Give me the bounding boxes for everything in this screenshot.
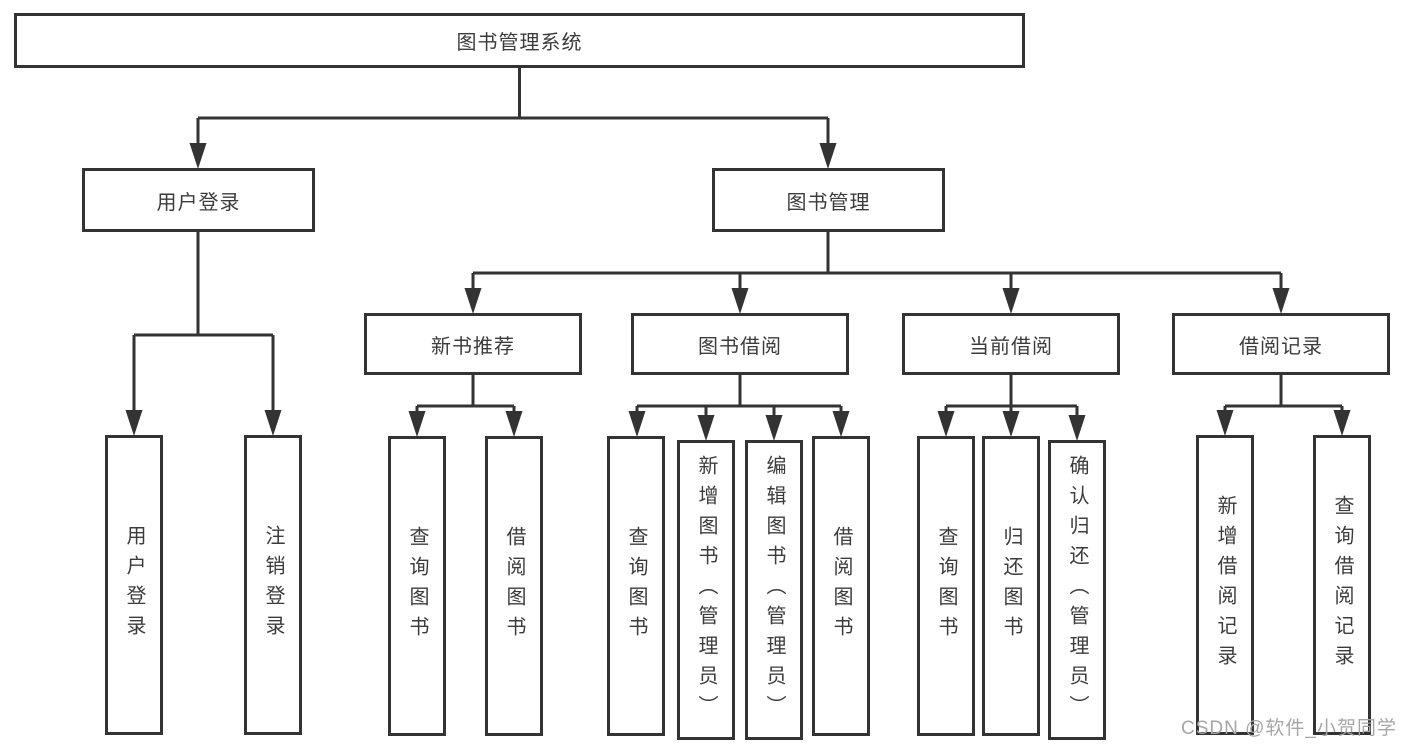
node-borrow-records: 借阅记录 — [1172, 313, 1390, 375]
node-leaf-query-books-borrow: 查询图书 — [607, 436, 665, 736]
node-label: 借阅记录 — [1239, 335, 1323, 358]
node-leaf-query-borrow-record: 查询借阅记录 — [1313, 435, 1371, 735]
node-label: 图书借阅 — [698, 335, 782, 358]
node-leaf-borrow-books: 借阅图书 — [812, 436, 870, 736]
node-label: 借阅图书 — [830, 526, 852, 646]
node-new-book-recommend: 新书推荐 — [364, 313, 582, 375]
node-label: 查询图书 — [935, 526, 957, 646]
node-root-system: 图书管理系统 — [14, 13, 1025, 68]
node-label: 注销登录 — [262, 525, 284, 645]
node-leaf-edit-books-admin: 编辑图书（管理员） — [745, 440, 803, 740]
node-label: 当前借阅 — [969, 335, 1053, 358]
node-label: 查询图书 — [625, 526, 647, 646]
node-user-login-module: 用户登录 — [82, 168, 315, 232]
node-leaf-logout-login: 注销登录 — [244, 435, 302, 735]
node-label: 新增图书（管理员） — [695, 455, 717, 725]
node-label: 新增借阅记录 — [1214, 495, 1236, 675]
node-label: 图书管理系统 — [456, 32, 583, 54]
node-label: 用户登录 — [123, 525, 145, 645]
node-label: 新书推荐 — [431, 335, 515, 358]
node-label: 查询借阅记录 — [1331, 495, 1353, 675]
node-leaf-query-books-current: 查询图书 — [917, 436, 975, 736]
node-label: 确认归还（管理员） — [1066, 455, 1088, 725]
watermark: CSDN @软件_小贺同学 — [1181, 718, 1397, 739]
node-leaf-borrow-books-recommend: 借阅图书 — [485, 436, 543, 736]
node-current-borrow: 当前借阅 — [902, 313, 1120, 375]
node-leaf-add-borrow-record: 新增借阅记录 — [1196, 435, 1254, 735]
node-label: 编辑图书（管理员） — [763, 455, 785, 725]
node-leaf-query-books-recommend: 查询图书 — [388, 436, 446, 736]
node-label: 查询图书 — [406, 526, 428, 646]
node-book-management-module: 图书管理 — [712, 168, 945, 232]
node-leaf-confirm-return-admin: 确认归还（管理员） — [1048, 440, 1106, 740]
node-label: 借阅图书 — [503, 526, 525, 646]
node-leaf-return-books: 归还图书 — [982, 436, 1040, 736]
node-leaf-add-books-admin: 新增图书（管理员） — [677, 440, 735, 740]
node-label: 图书管理 — [786, 191, 871, 214]
node-leaf-user-login: 用户登录 — [105, 435, 163, 735]
node-label: 归还图书 — [1000, 526, 1022, 646]
node-label: 用户登录 — [156, 191, 241, 214]
node-book-borrow: 图书借阅 — [631, 313, 849, 375]
